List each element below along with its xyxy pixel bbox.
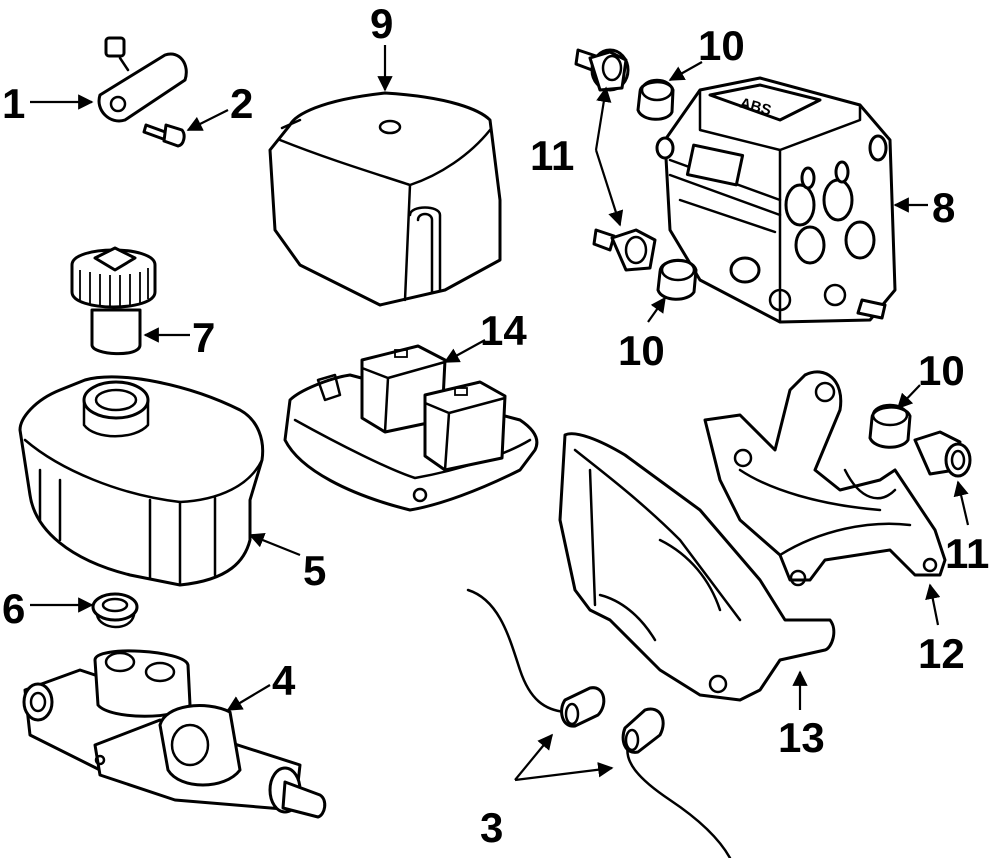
callout-5: 5 (303, 547, 326, 594)
leader-2 (186, 109, 229, 131)
callout-10-top: 10 (698, 22, 745, 69)
part-10-bushing-upper (636, 78, 675, 121)
part-4-master-cylinder (22, 649, 327, 819)
part-11-bushing-lower (592, 228, 657, 272)
part-14-control-module (283, 344, 539, 512)
part-3-sensor-harness (466, 588, 732, 858)
part-5-fluid-reservoir (18, 375, 265, 587)
part-10-bushing-middle (656, 258, 698, 301)
part-13-heat-shield (558, 432, 836, 702)
leader-lines (30, 45, 970, 782)
callout-10-right: 10 (918, 347, 965, 394)
leader-14 (443, 339, 486, 363)
leader-11a-top (594, 86, 612, 151)
callout-13: 13 (778, 714, 825, 761)
part-12-mounting-bracket (703, 370, 947, 587)
callout-labels: 1 2 9 7 5 6 4 14 10 8 10 11 10 11 12 13 … (2, 0, 989, 851)
callout-10-middle: 10 (618, 327, 665, 374)
part-6-grommet (91, 592, 139, 629)
part-11-bushing-right (913, 430, 972, 478)
leader-5 (248, 532, 301, 557)
leader-11b (953, 480, 970, 526)
callout-9: 9 (370, 0, 393, 47)
leader-12 (925, 583, 941, 626)
part-8-abs-modulator: ABS (655, 76, 897, 324)
callout-11-right: 11 (945, 530, 989, 577)
callout-7: 7 (192, 314, 215, 361)
leader-3-right (514, 762, 614, 782)
leader-11a-bottom (594, 149, 624, 227)
callout-14: 14 (480, 307, 527, 354)
leader-4 (226, 684, 271, 711)
callout-3: 3 (480, 804, 503, 851)
leader-3-left (514, 733, 553, 781)
callout-8: 8 (932, 184, 955, 231)
callout-1: 1 (2, 80, 25, 127)
callout-11-left: 11 (530, 132, 574, 179)
callout-6: 6 (2, 585, 25, 632)
part-2-bolt (142, 123, 186, 148)
part-7-reservoir-cap (70, 246, 157, 356)
part-1-bracket (97, 36, 188, 123)
callout-2: 2 (230, 80, 253, 127)
leader-10a (668, 61, 703, 81)
part-9-cover (268, 91, 502, 307)
callout-12: 12 (918, 630, 965, 677)
callout-4: 4 (272, 657, 296, 704)
leader-10b (647, 296, 666, 323)
leader-10c (896, 384, 921, 410)
part-11-bushing-upper (574, 48, 630, 92)
part-10-bushing-right (868, 403, 912, 449)
